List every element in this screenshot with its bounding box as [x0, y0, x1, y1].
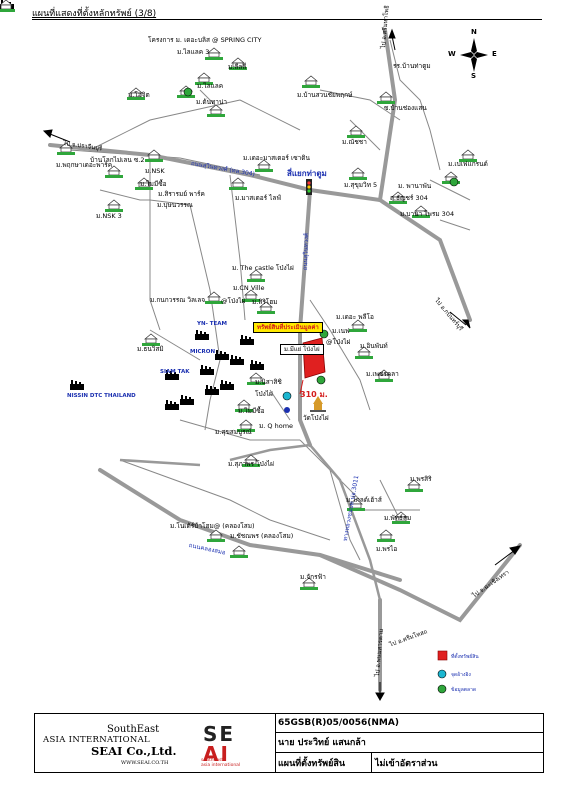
header-rule	[32, 19, 542, 20]
title-block: SouthEast ASIA INTERNATIONAL SEAI Co.,Lt…	[34, 713, 544, 773]
place-label: ม.ธนวิสมิ	[137, 345, 164, 353]
market-markers	[183, 87, 459, 385]
pin-icons	[281, 344, 290, 413]
house-icons	[0, 0, 478, 591]
place-label: ม.สุขสมบูรณ์	[215, 428, 252, 436]
place-label: ม.ไลแลค 3	[177, 48, 210, 56]
place-label: ม.โอจิต	[128, 91, 150, 99]
place-label: ม.จักรฟ้า	[300, 573, 326, 581]
factory-label: MICRON	[190, 349, 216, 355]
place-label: ม.โนเต้ร์บ้าโฮม@ (คลองโสม)	[170, 522, 255, 530]
place-label: บ้านโลกไม่เลน ซ.2	[90, 156, 145, 164]
title-info: 65GSB(R)05/0056(NMA) นาย ประวิทย์ แสนกล้…	[275, 714, 543, 772]
place-label: ม.เดอะมาสเตอร์ เซาติน	[243, 154, 310, 162]
page-title: แผนที่แสดงที่ตั้งหลักทรัพย์ (3/8)	[32, 9, 157, 19]
traffic-light-icon	[306, 179, 312, 195]
scale-note: ไม่เข้าอัตราส่วน	[375, 759, 438, 769]
place-label: @โป่งไผ่	[221, 297, 246, 305]
place-label: ม.ชัชณพร (คลองโสม)	[230, 532, 294, 540]
company-name-line3: SEAI Co.,Ltd.	[91, 744, 177, 758]
place-label: ม. The castle โป่งไผ่	[232, 264, 294, 272]
property-callout[interactable]: ทรัพย์สินที่ประเมินมูลค่า	[253, 322, 323, 333]
place-label: ม.โกลด์เฮ้าส์	[346, 496, 382, 504]
document-title: แผนที่ตั้งทรัพย์สิน	[278, 759, 346, 769]
place-label: ม.สุภาพร โป่งไผ่	[228, 460, 274, 468]
place-label: ม.พรสิริ	[410, 475, 432, 483]
place-label: ม.ต้นทาน่า	[196, 98, 228, 106]
place-label: ม.เบเฟแกรนด์	[448, 160, 488, 168]
place-label: ม.เพชรคลา	[366, 370, 399, 378]
factory-icons	[0, 0, 264, 410]
place-label: ม.NSK 3	[96, 212, 122, 220]
arrow-icons	[42, 28, 522, 702]
place-label: ซ.บ้านช่องแสน	[384, 104, 427, 112]
place-label: ม.มาสเตอร์ ไลฟ์	[235, 194, 282, 202]
compass-east: E	[492, 50, 497, 58]
company-url: WWW.SEAI.CO.TH	[121, 760, 169, 766]
legend-symbols	[437, 650, 448, 694]
place-label: ม.NSK	[145, 167, 165, 175]
main-roads	[48, 28, 522, 692]
place-label: ม.พฤกษาเดอะพาร์ค	[56, 161, 113, 169]
legend-item: ที่ตั้งทรัพย์สิน	[451, 654, 479, 660]
place-label: ม.สุขุมวิท 5	[344, 181, 378, 189]
distance-line	[299, 379, 304, 395]
compass-west: W	[448, 50, 456, 58]
factory-label: NISSIN DTC THAILAND	[67, 393, 136, 399]
place-label: ม.บ้านสวนชัยพฤกษ์	[297, 91, 353, 99]
place-box: ม.มีแย่ โป่งไผ่	[280, 344, 324, 355]
place-label: ม.บุษนวรรณ	[157, 201, 193, 209]
temple-icon	[310, 396, 326, 412]
reference-marker	[282, 391, 292, 401]
company-name-line2: ASIA INTERNATIONAL	[43, 735, 150, 745]
place-label: ม.นิสาสิชิ	[255, 378, 282, 386]
place-label: วัดโป่งไผ่	[303, 414, 329, 422]
place-label: โป่งไผ่	[255, 390, 273, 398]
road-name-label: ถนนสุวินทวงศ์	[301, 233, 311, 271]
place-label: ม.บานา ไพรม 304	[400, 210, 455, 218]
company-name-line1: SouthEast	[107, 724, 160, 735]
distance-label: 310 ม.	[300, 390, 328, 399]
place-label: ม.ไมมีซื้อ	[140, 180, 167, 188]
junction-label: สี่แยกท่าตูม	[287, 169, 327, 178]
place-label: ม.CN Ville	[233, 284, 265, 292]
place-label: ม.ลีลลี่	[228, 63, 247, 71]
legend-item: จุดอ้างอิง	[451, 672, 471, 678]
place-label: ม.ไมมีซื้อ	[238, 407, 265, 415]
place-label: ม.ไลแลค	[197, 82, 224, 90]
place-label: ม.กนกวรรณ วิลเลจ	[150, 296, 206, 304]
compass-north: N	[471, 28, 477, 36]
place-label: @โป่งไผ่	[326, 338, 351, 346]
compass-rose: N S W E	[448, 28, 497, 80]
title-divider	[371, 753, 372, 772]
place-label: ม. Q home	[259, 422, 294, 430]
owner-name: นาย ประวิทย์ แสนกล้า	[275, 733, 543, 753]
company-block: SouthEast ASIA INTERNATIONAL SEAI Co.,Lt…	[35, 714, 276, 772]
place-label: ม.อินพันท์	[360, 342, 388, 350]
secondary-roads	[69, 39, 471, 561]
place-label: โครงการ ม. เดอะบลิส @ SPRING CITY	[148, 36, 262, 44]
place-label: ม.พัทธ์ลม	[384, 514, 412, 522]
place-label: ม.สิริโฮม	[252, 298, 278, 306]
compass-south: S	[471, 72, 477, 80]
place-label: ม.สิรารมย์ พาร์ค	[158, 190, 205, 198]
place-label: ม.พรไอ	[376, 545, 398, 553]
place-label: ม.ณัชชา	[342, 138, 367, 146]
place-label: รร.บ้านท่าตูม	[393, 62, 431, 70]
branch-roads	[119, 443, 382, 601]
place-label: ม.เดอะ พลีโอ	[336, 313, 374, 321]
factory-label: SIAM TAK	[160, 369, 190, 375]
factory-label: YN- TEAM	[197, 321, 228, 327]
place-label: ม.เนฟ	[332, 327, 350, 335]
legend-item: ข้อมูลตลาด	[451, 687, 477, 693]
job-code: 65GSB(R)05/0056(NMA)	[275, 714, 543, 733]
place-label: ม. พานาพัน	[398, 182, 432, 190]
place-label: ถ.ธัญชร์ 304	[390, 194, 428, 202]
